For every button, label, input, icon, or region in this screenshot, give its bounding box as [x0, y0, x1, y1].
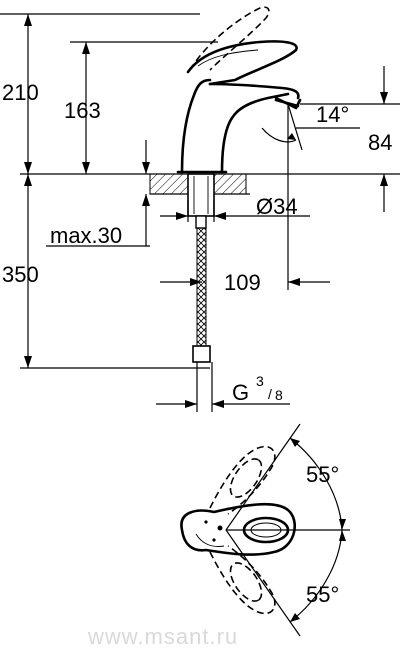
dim-connection-prefix: G — [232, 380, 249, 405]
dim-reach-label: 109 — [224, 270, 261, 295]
dim-connection-numerator: 3 — [256, 373, 264, 389]
watermark: www.msant.ru — [87, 624, 238, 648]
dim-spout-height-label: 163 — [64, 98, 101, 123]
dim-reach: 109 — [160, 270, 330, 295]
dim-handle-angle: 55° 55° — [225, 423, 350, 637]
dim-hole-diameter: Ø34 — [160, 194, 310, 222]
supply-hose — [192, 227, 213, 412]
dim-hole-diameter-label: Ø34 — [256, 194, 298, 219]
dim-handle-angle-top-label: 55° — [306, 462, 339, 487]
mounting-shank — [187, 173, 215, 229]
dim-below-counter: 350 — [2, 174, 210, 369]
faucet-side-view — [176, 6, 302, 174]
dim-spout-angle-label: 14° — [316, 102, 349, 127]
dim-below-counter-label: 350 — [2, 262, 39, 287]
dim-connection-slash: / — [268, 386, 272, 402]
dim-spout-angle: 14° — [261, 102, 360, 290]
dim-max-thickness: max.30 — [46, 140, 150, 248]
dim-aerator-height: 84 — [300, 66, 400, 212]
dim-connection-denominator: 8 — [275, 387, 283, 403]
dim-handle-angle-bottom-label: 55° — [306, 582, 339, 607]
dim-connection-thread: G 3 / 8 — [156, 373, 290, 408]
dim-max-thickness-label: max.30 — [50, 223, 122, 248]
dim-spout-height: 163 — [64, 41, 218, 174]
dim-aerator-height-label: 84 — [368, 130, 392, 155]
dim-total-height-label: 210 — [2, 80, 39, 105]
dim-total-height: 210 — [0, 13, 200, 368]
